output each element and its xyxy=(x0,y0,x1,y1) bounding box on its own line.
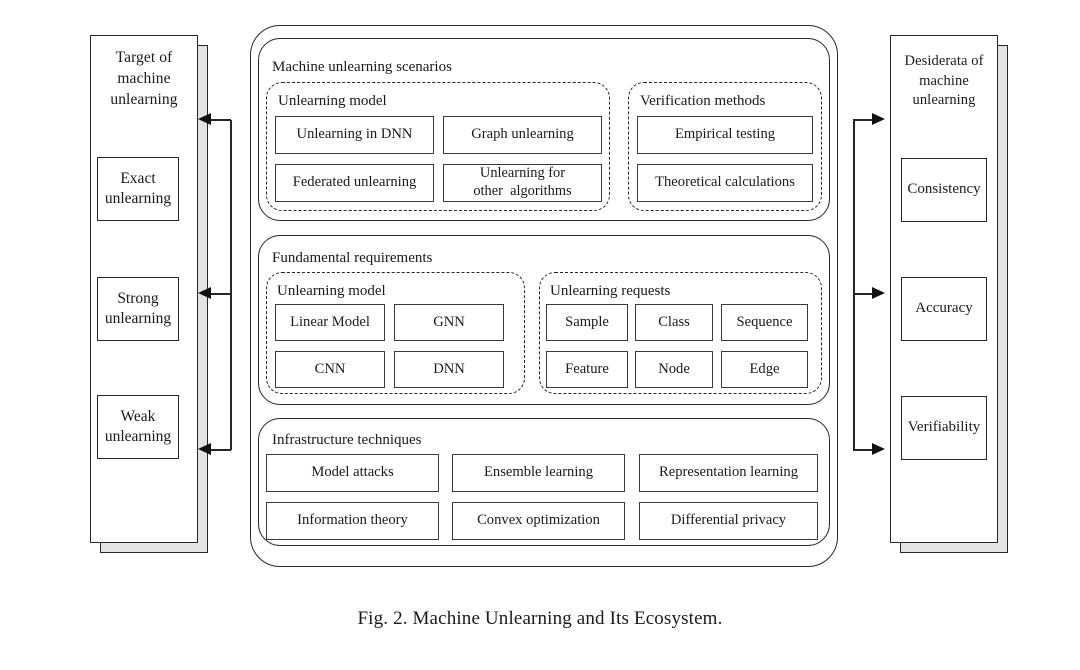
left-connector-arrow-3 xyxy=(198,443,211,455)
right-connector-arrow-3 xyxy=(872,443,885,455)
subgroup-unlearning-model-scenarios xyxy=(266,82,610,211)
leaf-ensemble-learning[interactable]: Ensemble learning xyxy=(452,454,625,492)
group-title-fundamental-requirements: Fundamental requirements xyxy=(272,250,433,266)
leaf-sample[interactable]: Sample xyxy=(546,304,628,341)
leaf-feature[interactable]: Feature xyxy=(546,351,628,388)
right-item-verifiability[interactable]: Verifiability xyxy=(901,396,987,460)
left-panel-title-line1: Target of xyxy=(115,49,173,66)
leaf-node[interactable]: Node xyxy=(635,351,713,388)
left-connector-lead-3 xyxy=(211,449,231,451)
leaf-unlearning-for-other-algorithms-line1: Unlearning for xyxy=(479,165,566,182)
leaf-edge[interactable]: Edge xyxy=(721,351,808,388)
left-item-exact-line1: Exact xyxy=(120,169,156,187)
center-outer-container xyxy=(250,25,838,567)
left-item-weak-unlearning[interactable]: Weak unlearning xyxy=(97,395,179,459)
right-connector-bus xyxy=(853,120,855,450)
right-item-accuracy[interactable]: Accuracy xyxy=(901,277,987,341)
subgroup-title-unlearning-model-requirements: Unlearning model xyxy=(277,283,386,299)
left-connector-lead-2 xyxy=(211,293,231,295)
leaf-sequence[interactable]: Sequence xyxy=(721,304,808,341)
leaf-unlearning-for-other-algorithms[interactable]: Unlearning for other algorithms xyxy=(443,164,602,202)
leaf-linear-model[interactable]: Linear Model xyxy=(275,304,385,341)
subgroup-title-unlearning-model-scenarios: Unlearning model xyxy=(278,93,387,109)
left-connector-bus xyxy=(230,120,232,450)
left-panel-title: Target of machine unlearning xyxy=(90,48,198,111)
leaf-unlearning-in-dnn[interactable]: Unlearning in DNN xyxy=(275,116,434,154)
leaf-graph-unlearning[interactable]: Graph unlearning xyxy=(443,116,602,154)
leaf-gnn[interactable]: GNN xyxy=(394,304,504,341)
right-connector-lead-2 xyxy=(853,293,873,295)
leaf-representation-learning[interactable]: Representation learning xyxy=(639,454,818,492)
left-connector-arrow-1 xyxy=(198,113,211,125)
figure-caption: Fig. 2. Machine Unlearning and Its Ecosy… xyxy=(357,608,723,629)
right-item-consistency[interactable]: Consistency xyxy=(901,158,987,222)
leaf-convex-optimization[interactable]: Convex optimization xyxy=(452,502,625,540)
leaf-federated-unlearning[interactable]: Federated unlearning xyxy=(275,164,434,202)
group-title-infrastructure-techniques: Infrastructure techniques xyxy=(272,432,422,448)
left-item-weak-line1: Weak xyxy=(120,407,156,425)
left-item-strong-line2: unlearning xyxy=(104,310,172,327)
left-connector-lead-1 xyxy=(211,119,231,121)
group-title-machine-unlearning-scenarios: Machine unlearning scenarios xyxy=(272,59,452,75)
left-item-strong-unlearning[interactable]: Strong unlearning xyxy=(97,277,179,341)
left-item-strong-line1: Strong xyxy=(117,289,159,307)
right-connector-arrow-1 xyxy=(872,113,885,125)
left-item-weak-line2: unlearning xyxy=(104,428,172,445)
subgroup-title-verification-methods: Verification methods xyxy=(640,93,766,109)
leaf-differential-privacy[interactable]: Differential privacy xyxy=(639,502,818,540)
left-panel-title-line3: unlearning xyxy=(110,90,178,108)
leaf-cnn[interactable]: CNN xyxy=(275,351,385,388)
left-item-exact-unlearning[interactable]: Exact unlearning xyxy=(97,157,179,221)
subgroup-unlearning-model-requirements xyxy=(266,272,525,394)
leaf-theoretical-calculations[interactable]: Theoretical calculations xyxy=(637,164,813,202)
right-panel-title-line1: Desiderata of xyxy=(904,53,984,69)
right-panel-title-line3: unlearning xyxy=(912,92,976,109)
right-panel-title-line2: machine xyxy=(919,72,969,89)
right-panel-title: Desiderata of machine unlearning xyxy=(890,52,998,111)
right-connector-arrow-2 xyxy=(872,287,885,299)
right-connector-lead-1 xyxy=(853,119,873,121)
subgroup-verification-methods xyxy=(628,82,822,211)
subgroup-title-unlearning-requests: Unlearning requests xyxy=(550,283,671,299)
leaf-empirical-testing[interactable]: Empirical testing xyxy=(637,116,813,154)
left-item-exact-line2: unlearning xyxy=(104,190,172,207)
leaf-unlearning-for-other-algorithms-line2: other algorithms xyxy=(473,183,572,199)
left-connector-arrow-2 xyxy=(198,287,211,299)
leaf-information-theory[interactable]: Information theory xyxy=(266,502,439,540)
left-panel-title-line2: machine xyxy=(117,69,171,87)
leaf-dnn[interactable]: DNN xyxy=(394,351,504,388)
leaf-model-attacks[interactable]: Model attacks xyxy=(266,454,439,492)
subgroup-unlearning-requests xyxy=(539,272,822,394)
leaf-class[interactable]: Class xyxy=(635,304,713,341)
right-connector-lead-3 xyxy=(853,449,873,451)
